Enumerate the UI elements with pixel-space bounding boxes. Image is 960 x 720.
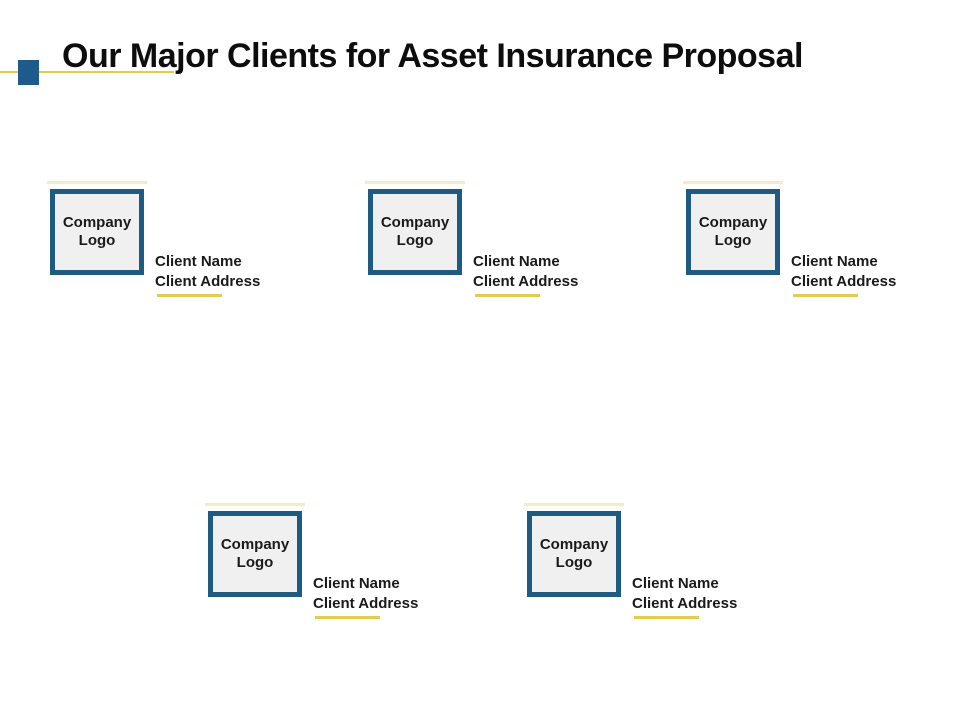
slide-title: Our Major Clients for Asset Insurance Pr… — [62, 36, 803, 75]
client-info: Client Name Client Address — [473, 252, 578, 297]
client-address: Client Address — [155, 273, 261, 290]
client-info: Client Name Client Address — [791, 252, 896, 297]
client-underline — [634, 616, 699, 619]
title-underline — [0, 71, 174, 73]
client-item: Company Logo Client Name Client Address — [47, 181, 320, 324]
client-underline — [157, 294, 222, 297]
company-logo-label: Company Logo — [62, 214, 132, 249]
client-name: Client Name — [155, 253, 242, 270]
client-address: Client Address — [791, 273, 897, 290]
company-logo-box: Company Logo — [365, 181, 465, 275]
client-item: Company Logo Client Name Client Address — [683, 181, 956, 324]
client-underline — [793, 294, 858, 297]
client-name: Client Name — [791, 253, 878, 270]
client-address: Client Address — [632, 595, 738, 612]
company-logo-label: Company Logo — [380, 214, 450, 249]
client-info: Client Name Client Address — [155, 252, 260, 297]
client-name: Client Name — [632, 575, 719, 592]
title-accent-square — [18, 60, 39, 85]
client-item: Company Logo Client Name Client Address — [365, 181, 638, 324]
company-logo-label: Company Logo — [220, 536, 290, 571]
client-underline — [475, 294, 540, 297]
company-logo-box: Company Logo — [205, 503, 305, 597]
client-info: Client Name Client Address — [313, 574, 418, 619]
company-logo-box: Company Logo — [47, 181, 147, 275]
client-info: Client Name Client Address — [632, 574, 737, 619]
client-name: Client Name — [473, 253, 560, 270]
client-name: Client Name — [313, 575, 400, 592]
company-logo-label: Company Logo — [698, 214, 768, 249]
client-address: Client Address — [313, 595, 419, 612]
client-underline — [315, 616, 380, 619]
company-logo-label: Company Logo — [539, 536, 609, 571]
client-item: Company Logo Client Name Client Address — [524, 503, 797, 646]
company-logo-box: Company Logo — [524, 503, 624, 597]
client-item: Company Logo Client Name Client Address — [205, 503, 478, 646]
company-logo-box: Company Logo — [683, 181, 783, 275]
client-address: Client Address — [473, 273, 579, 290]
